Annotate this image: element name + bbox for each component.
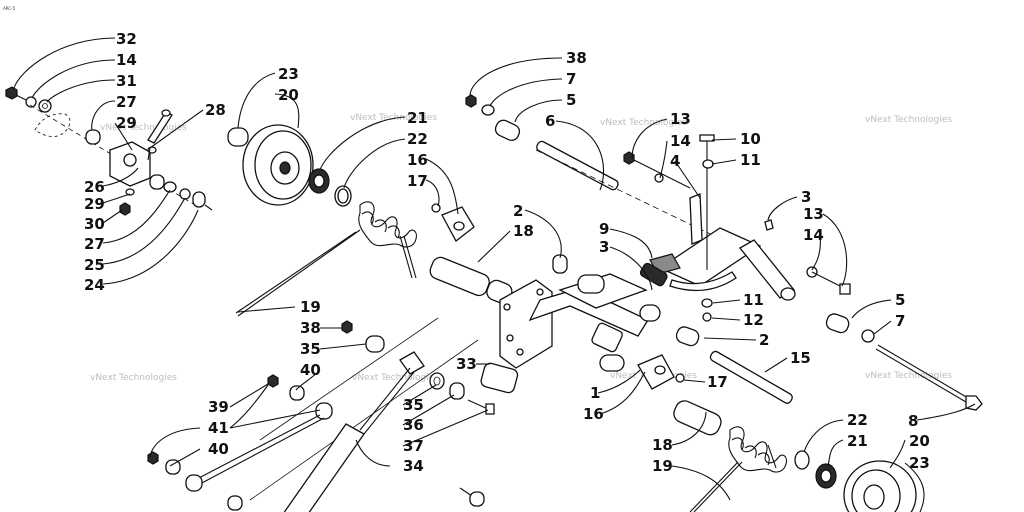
callout-1: 1 bbox=[590, 384, 600, 402]
callout-33: 33 bbox=[456, 355, 477, 373]
callout-13: 13 bbox=[803, 205, 824, 223]
watermark-1: vNext Technologies bbox=[100, 123, 187, 133]
callout-11: 11 bbox=[740, 151, 761, 169]
corner-label: ARC-5 bbox=[3, 6, 16, 11]
callout-31: 31 bbox=[116, 72, 137, 90]
parts-drawing bbox=[5, 86, 983, 512]
callout-3: 3 bbox=[599, 238, 609, 256]
callout-40: 40 bbox=[300, 361, 321, 379]
callout-13: 13 bbox=[670, 110, 691, 128]
callout-15: 15 bbox=[790, 349, 811, 367]
callout-35: 35 bbox=[300, 340, 321, 358]
callout-5: 5 bbox=[566, 91, 576, 109]
watermark-4: vNext Technologies bbox=[865, 115, 952, 125]
callout-11: 11 bbox=[743, 291, 764, 309]
callout-22: 22 bbox=[847, 411, 868, 429]
callout-16: 16 bbox=[583, 405, 604, 423]
callout-21: 21 bbox=[407, 109, 428, 127]
callout-16: 16 bbox=[407, 151, 428, 169]
callout-36: 36 bbox=[403, 416, 424, 434]
callout-2: 2 bbox=[513, 202, 523, 220]
callout-12: 12 bbox=[743, 311, 764, 329]
lower-right-spring bbox=[673, 400, 917, 512]
callout-34: 34 bbox=[403, 457, 424, 475]
watermark-3: vNext Technologies bbox=[600, 118, 687, 128]
callout-leaders bbox=[13, 37, 976, 512]
callout-27: 27 bbox=[116, 93, 137, 111]
callout-5: 5 bbox=[895, 291, 905, 309]
callout-35: 35 bbox=[403, 396, 424, 414]
upper-left-bolt-stack bbox=[5, 86, 196, 206]
callout-3: 3 bbox=[801, 188, 811, 206]
callout-8: 8 bbox=[908, 412, 918, 430]
callout-numbers: 32 14 31 27 29 28 26 29 30 27 25 24 23 2… bbox=[84, 30, 930, 475]
callout-32: 32 bbox=[116, 30, 137, 48]
callout-38: 38 bbox=[300, 319, 321, 337]
callout-21: 21 bbox=[847, 432, 868, 450]
callout-37: 37 bbox=[403, 437, 424, 455]
callout-26: 26 bbox=[84, 178, 105, 196]
callout-6: 6 bbox=[545, 112, 555, 130]
pad-upper bbox=[431, 203, 475, 242]
callout-22: 22 bbox=[407, 130, 428, 148]
callout-7: 7 bbox=[566, 70, 576, 88]
callout-38: 38 bbox=[566, 49, 587, 67]
callout-7: 7 bbox=[895, 312, 905, 330]
callout-39: 39 bbox=[208, 398, 229, 416]
callout-20: 20 bbox=[278, 86, 299, 104]
pivot-block bbox=[85, 109, 213, 216]
callout-10: 10 bbox=[740, 130, 761, 148]
left-torsion-spring bbox=[235, 201, 417, 317]
callout-17: 17 bbox=[407, 172, 428, 190]
lower-link-41 bbox=[147, 374, 485, 511]
callout-4: 4 bbox=[670, 152, 680, 170]
callout-14: 14 bbox=[116, 51, 137, 69]
right-bolt-8 bbox=[639, 262, 983, 411]
center-frame bbox=[480, 254, 661, 394]
callout-14: 14 bbox=[803, 226, 824, 244]
callout-23: 23 bbox=[909, 454, 930, 472]
callout-2: 2 bbox=[759, 331, 769, 349]
pad-lower bbox=[637, 354, 685, 390]
callout-14: 14 bbox=[670, 132, 691, 150]
callout-24: 24 bbox=[84, 276, 105, 294]
callout-41: 41 bbox=[208, 419, 229, 437]
callout-25: 25 bbox=[84, 256, 105, 274]
callout-30: 30 bbox=[84, 215, 105, 233]
callout-17: 17 bbox=[707, 373, 728, 391]
callout-27: 27 bbox=[84, 235, 105, 253]
watermark-6: vNext Technologies bbox=[352, 373, 439, 383]
callout-19: 19 bbox=[652, 457, 673, 475]
watermark-5: vNext Technologies bbox=[90, 373, 177, 383]
upper-right-bracket bbox=[623, 134, 851, 322]
callout-28: 28 bbox=[205, 101, 226, 119]
callout-18: 18 bbox=[513, 222, 534, 240]
callout-19: 19 bbox=[300, 298, 321, 316]
callout-29: 29 bbox=[116, 114, 137, 132]
callout-29: 29 bbox=[84, 195, 105, 213]
callout-18: 18 bbox=[652, 436, 673, 454]
callout-40: 40 bbox=[208, 440, 229, 458]
callout-23: 23 bbox=[278, 65, 299, 83]
upper-left-wheel bbox=[227, 124, 352, 207]
watermark-8: vNext Technologies bbox=[865, 371, 952, 381]
callout-9: 9 bbox=[599, 220, 609, 238]
callout-20: 20 bbox=[909, 432, 930, 450]
upper-rod-6 bbox=[465, 94, 761, 259]
